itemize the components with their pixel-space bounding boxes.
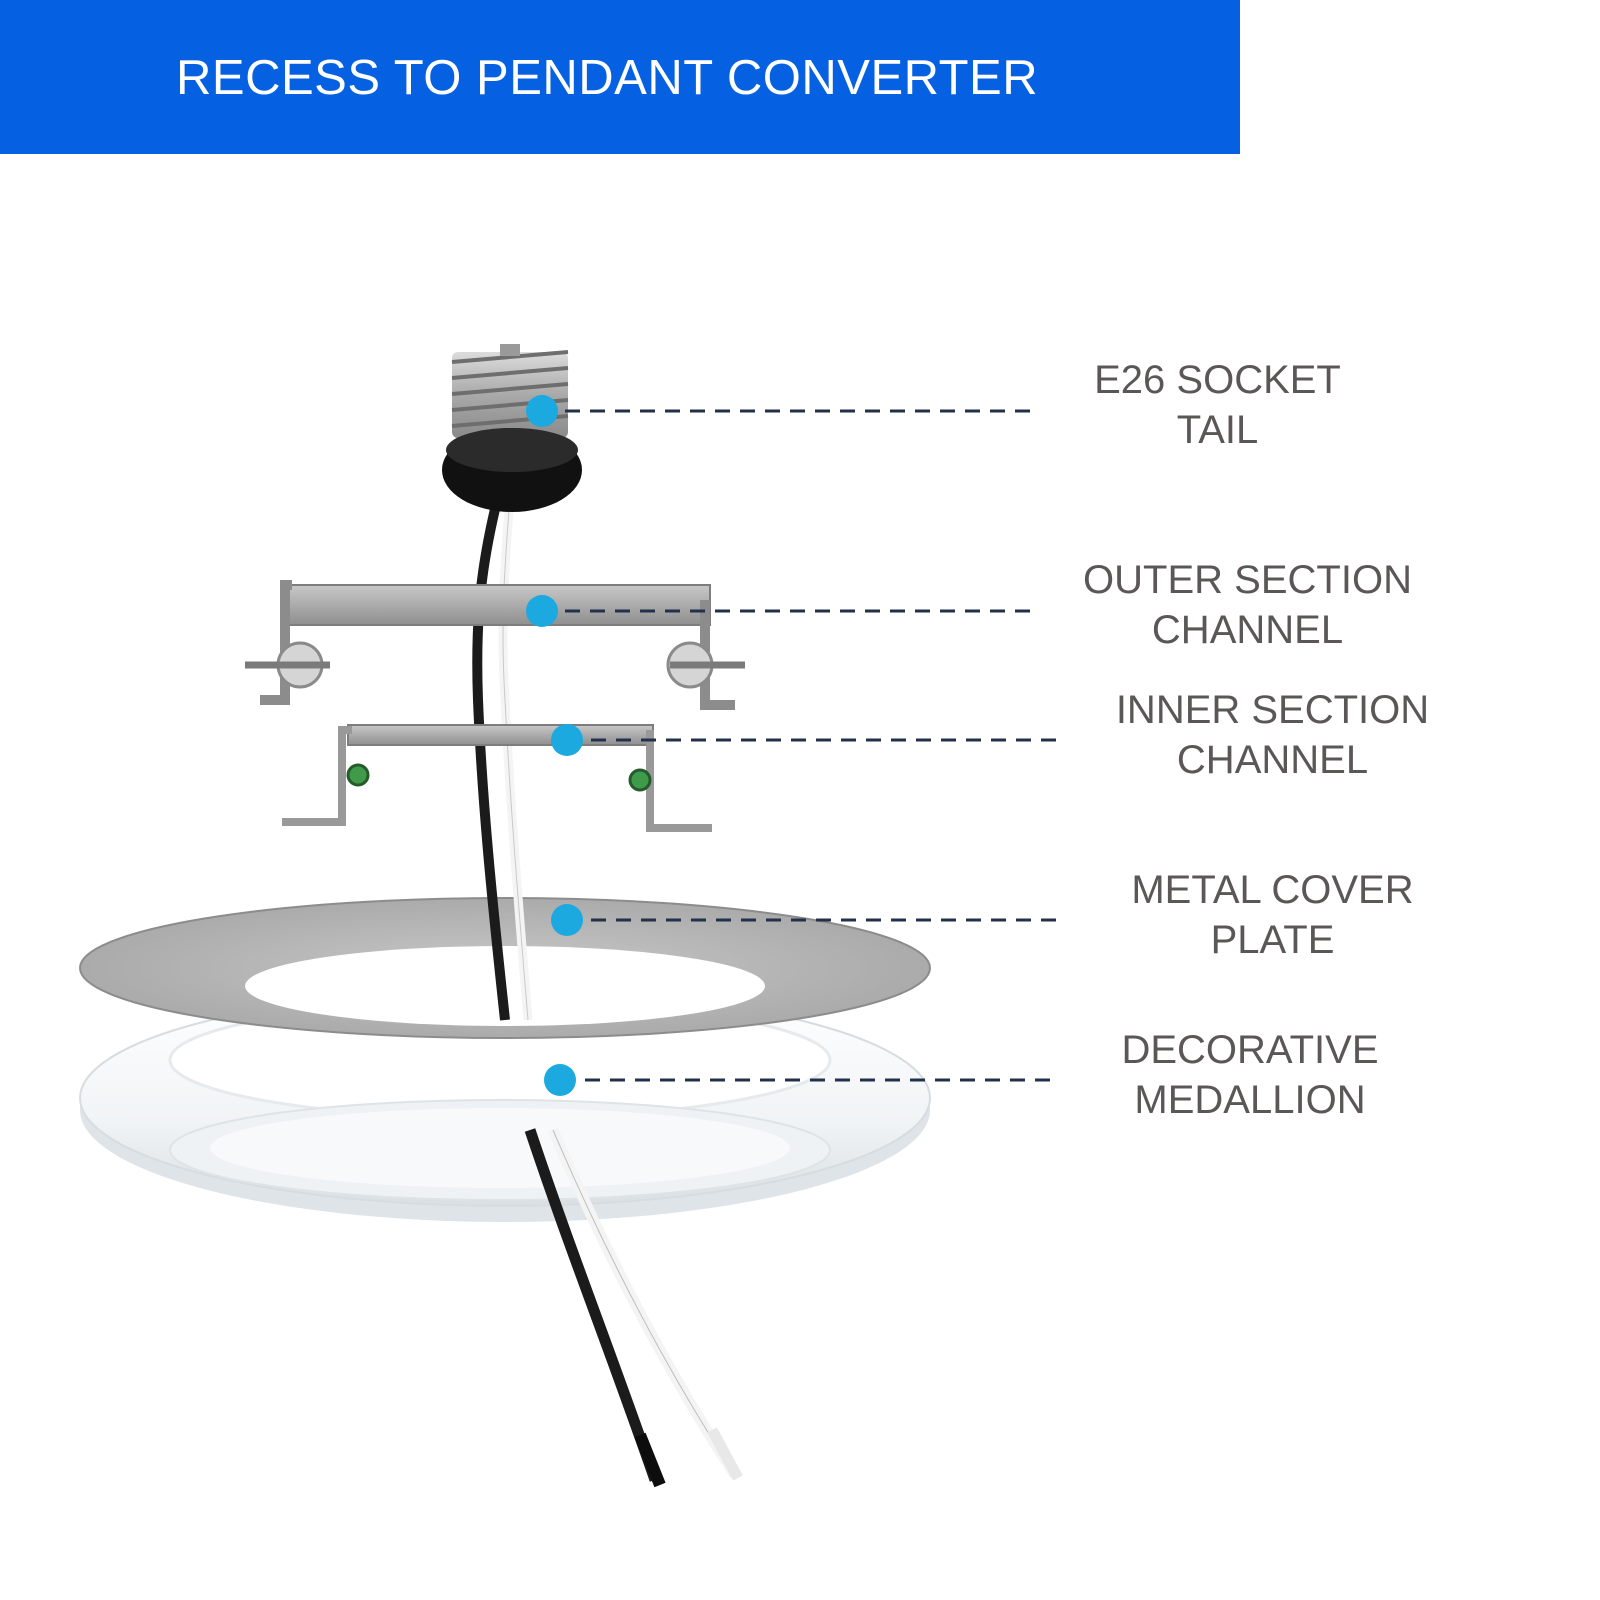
leader-lines [540,409,1064,1082]
label-inner-channel-line-1: INNER SECTION [1115,688,1430,732]
page-title: RECESS TO PENDANT CONVERTER [176,51,1039,105]
label-outer-channel: OUTER SECTION CHANNEL [1070,555,1425,655]
label-inner-channel: INNER SECTION CHANNEL [1100,685,1445,785]
label-medallion: DECORATIVE MEDALLION [1100,1025,1400,1125]
callout-dot-cover-plate [551,904,583,936]
label-medallion-line-2: MEDALLION [1134,1078,1366,1122]
title-banner: RECESS TO PENDANT CONVERTER [0,0,1240,154]
label-socket-line-1: E26 SOCKET [1094,358,1341,402]
callout-dot-outer-channel [526,595,558,627]
e26-socket [442,344,582,512]
label-cover-plate-line-2: PLATE [1210,918,1335,962]
callout-dot-medallion [544,1064,576,1096]
callout-dot-inner-channel [551,724,583,756]
callout-dots [526,395,583,1096]
label-outer-channel-line-1: OUTER SECTION [1083,558,1412,602]
label-cover-plate-line-1: METAL COVER [1131,868,1414,912]
label-medallion-line-1: DECORATIVE [1121,1028,1379,1072]
outer-section-channel [245,580,745,710]
label-outer-channel-line-2: CHANNEL [1151,608,1344,652]
label-cover-plate: METAL COVER PLATE [1115,865,1430,965]
label-inner-channel-line-2: CHANNEL [1176,738,1369,782]
callout-dot-socket [526,395,558,427]
label-socket-line-2: TAIL [1176,408,1259,452]
wires [472,468,743,1488]
label-socket: E26 SOCKET TAIL [1060,355,1375,455]
